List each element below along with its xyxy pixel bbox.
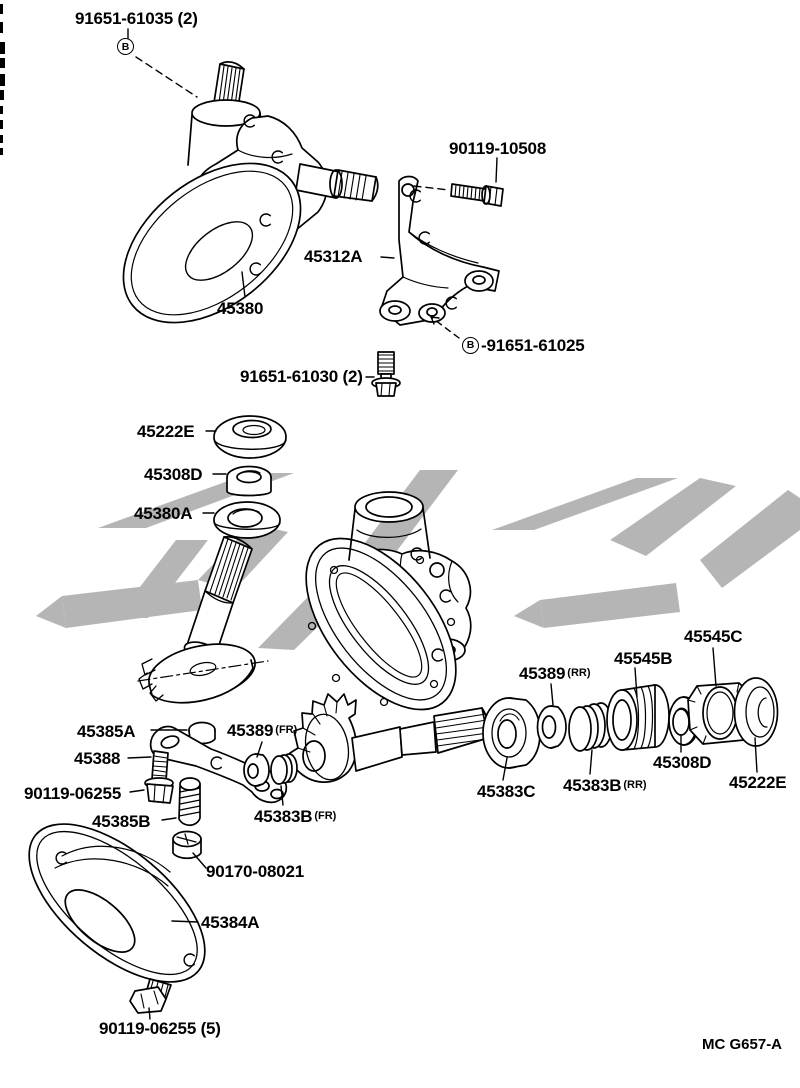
part-number-suffix: (RR) <box>623 779 647 791</box>
part-label-bolt-90119-06255-5: 90119-06255 (5) <box>99 1019 221 1038</box>
seal-45222e-drawing <box>733 677 779 747</box>
callout-b-icon: B <box>462 337 479 354</box>
part-number-text: 90119-10508 <box>449 139 547 158</box>
washer-45380a-drawing <box>213 501 281 539</box>
part-number-text: 45389 <box>519 664 566 683</box>
part-label-end-cover-45384a: 45384A <box>201 913 260 932</box>
part-number-text: 45312A <box>304 247 363 266</box>
spring-45383brr-drawing <box>568 702 613 752</box>
bearing-45383c-drawing <box>482 697 541 769</box>
dust-cover-drawing <box>213 415 287 459</box>
part-label-washer-45380a: 45380A <box>134 504 193 523</box>
part-label-worm-45545b: 45545B <box>614 649 673 668</box>
worm-shaft-drawing <box>289 693 490 783</box>
part-label-bolt-91651-61035: 91651-61035 (2) <box>75 9 198 28</box>
part-number-text: 45545B <box>614 649 673 668</box>
part-label-collar-45308d: 45308D <box>653 753 712 772</box>
part-number-text: 45308D <box>144 465 203 484</box>
part-label-washer-45389-fr: 45389(FR) <box>227 721 297 740</box>
part-label-bolt-90119-06255: 90119-06255 <box>24 784 121 803</box>
part-label-nut-90170-08021: 90170-08021 <box>206 862 304 881</box>
part-number-text: 45388 <box>74 749 121 768</box>
washer-45389fr-drawing <box>243 753 270 787</box>
part-number-text: 45385A <box>77 722 136 741</box>
part-number-text: 90119-06255 (5) <box>99 1019 221 1038</box>
part-number-text: 45222E <box>137 422 195 441</box>
part-number-text: 91651-61035 (2) <box>75 9 198 28</box>
part-number-text: -91651-61025 <box>481 336 585 355</box>
part-label-locknut-45545c: 45545C <box>684 627 743 646</box>
part-number-text: 45380A <box>134 504 193 523</box>
bolt-91651-61030-drawing <box>371 351 401 397</box>
spring-45385b-drawing <box>178 777 201 827</box>
part-number-suffix: (FR) <box>275 724 298 736</box>
page-code: MC G657-A <box>702 1036 783 1053</box>
part-label-bearing-45308d: 45308D <box>144 465 203 484</box>
part-label-spring-45385b: 45385B <box>92 812 151 831</box>
worm-45545b-drawing <box>606 684 670 751</box>
bolt-90119-10508-drawing <box>450 183 504 207</box>
part-label-lever-45388: 45388 <box>74 749 120 768</box>
part-number-text: 90119-06255 <box>24 784 122 803</box>
gear-housing-drawing <box>305 491 472 711</box>
bearing-45308d-drawing <box>226 465 272 497</box>
part-label-dust-cover-45222e: 45222E <box>137 422 195 441</box>
part-label-cap-45385a: 45385A <box>77 722 136 741</box>
bolt-90119-06255-drawing <box>144 750 174 804</box>
part-number-text: 45384A <box>201 913 260 932</box>
steering-gear-assembly-drawing <box>122 61 379 324</box>
part-number-text: 45385B <box>92 812 151 831</box>
part-label-bolt-91651-61030: 91651-61030 (2) <box>240 367 363 386</box>
part-number-text: 45383B <box>254 807 313 826</box>
part-number-text: 45383B <box>563 776 622 795</box>
spring-45383bfr-drawing <box>270 753 298 785</box>
part-number-text: 45380 <box>217 299 264 318</box>
mounting-bracket-drawing <box>379 175 500 326</box>
page-edge-marks <box>0 4 5 155</box>
bolt-90119-06255-5-drawing <box>129 978 172 1014</box>
part-label-washer-45389-rr: 45389(RR) <box>519 664 591 683</box>
part-label-bracket-45312a: 45312A <box>304 247 363 266</box>
part-number-text: 91651-61030 (2) <box>240 367 363 386</box>
callout-b-icon: B <box>117 38 134 55</box>
part-number-text: 45383C <box>477 782 536 801</box>
part-number-text: 45389 <box>227 721 274 740</box>
part-label-spring-45383b-fr: 45383B(FR) <box>254 807 336 826</box>
part-number-text: 45545C <box>684 627 743 646</box>
sector-shaft-drawing <box>137 535 269 704</box>
part-label-seal-45222e: 45222E <box>729 773 787 792</box>
leader-lines <box>127 28 758 1020</box>
part-label-bearing-45383c: 45383C <box>477 782 536 801</box>
part-number-text: 45308D <box>653 753 712 772</box>
part-number-suffix: (RR) <box>567 667 591 679</box>
part-label-bolt-90119-10508: 90119-10508 <box>449 139 546 158</box>
washer-45389rr-drawing <box>536 705 567 749</box>
end-cover-45384a-drawing <box>28 823 206 983</box>
nut-90170-08021-drawing <box>172 830 202 860</box>
part-number-suffix: (FR) <box>314 810 337 822</box>
part-number-text: 90170-08021 <box>206 862 305 881</box>
part-number-text: 45222E <box>729 773 787 792</box>
part-label-spring-45383b-rr: 45383B(RR) <box>563 776 647 795</box>
part-label-bolt-91651-61025: B-91651-61025 <box>462 336 585 355</box>
part-label-gear-assembly-45380: 45380 <box>217 299 263 318</box>
